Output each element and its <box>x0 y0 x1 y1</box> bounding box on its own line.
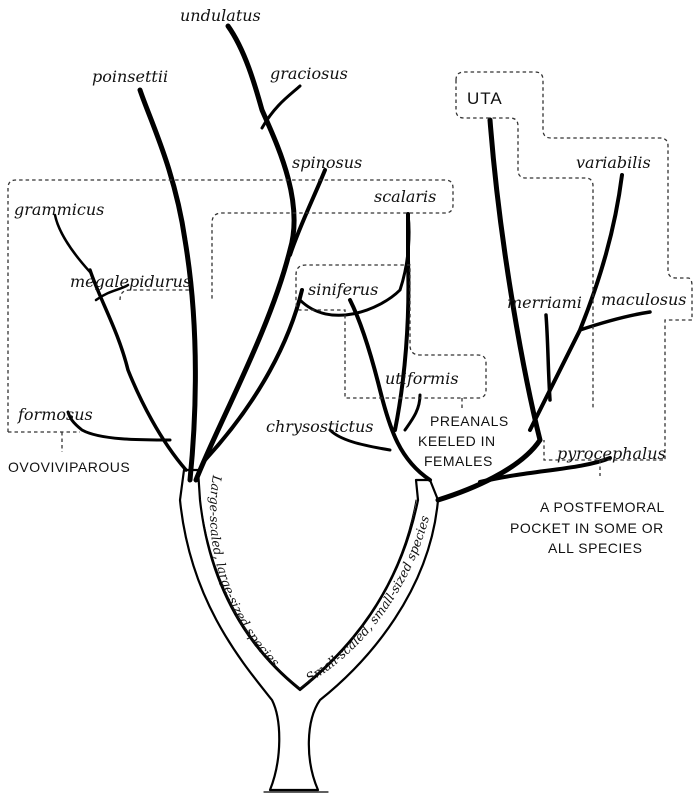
caption-ovoviviparous: OVOVIVIPAROUS <box>8 459 130 475</box>
label-grammicus: grammicus <box>14 200 104 219</box>
caption-postfemoral-2: POCKET IN SOME OR <box>510 520 664 536</box>
trunk-label-right-path: Small-scaled, small-sized species <box>303 514 432 685</box>
label-spinosus: spinosus <box>292 153 362 172</box>
genus-label-uta: UTA <box>467 89 503 108</box>
trunk-label-left: Large-scaled, large-sized species <box>207 473 283 669</box>
trunk-label-left-path: Large-scaled, large-sized species <box>207 473 283 669</box>
label-formosus: formosus <box>17 405 93 424</box>
label-undulatus: undulatus <box>180 6 261 25</box>
label-scalaris: scalaris <box>374 187 436 206</box>
label-siniferus: siniferus <box>308 280 378 299</box>
label-merriami: merriami <box>507 293 582 312</box>
label-variabilis: variabilis <box>576 153 651 172</box>
label-poinsettii: poinsettii <box>92 67 168 86</box>
group-captions: UTA OVOVIVIPAROUS PREANALS KEELED IN FEM… <box>8 89 665 556</box>
caption-postfemoral-1: A POSTFEMORAL <box>540 499 665 515</box>
caption-preanals-1: PREANALS <box>430 413 509 429</box>
label-graciosus: graciosus <box>270 64 348 83</box>
label-maculosus: maculosus <box>601 290 686 309</box>
trunk-label-right: Small-scaled, small-sized species <box>303 514 432 685</box>
label-utiformis: utiformis <box>385 369 459 388</box>
trunk-labels: Large-scaled, large-sized species Small-… <box>207 473 432 685</box>
label-chrysostictus: chrysostictus <box>266 417 373 436</box>
branches <box>53 23 652 503</box>
label-pyrocephalus: pyrocephalus <box>557 444 666 463</box>
caption-preanals-2: KEELED IN <box>418 433 496 449</box>
trunk <box>178 468 440 793</box>
label-megalepidurus: megalepidurus <box>70 272 191 291</box>
caption-preanals-3: FEMALES <box>424 453 493 469</box>
group-boxes <box>7 71 693 476</box>
caption-postfemoral-3: ALL SPECIES <box>548 540 642 556</box>
species-labels: undulatus poinsettii graciosus spinosus … <box>14 6 686 463</box>
